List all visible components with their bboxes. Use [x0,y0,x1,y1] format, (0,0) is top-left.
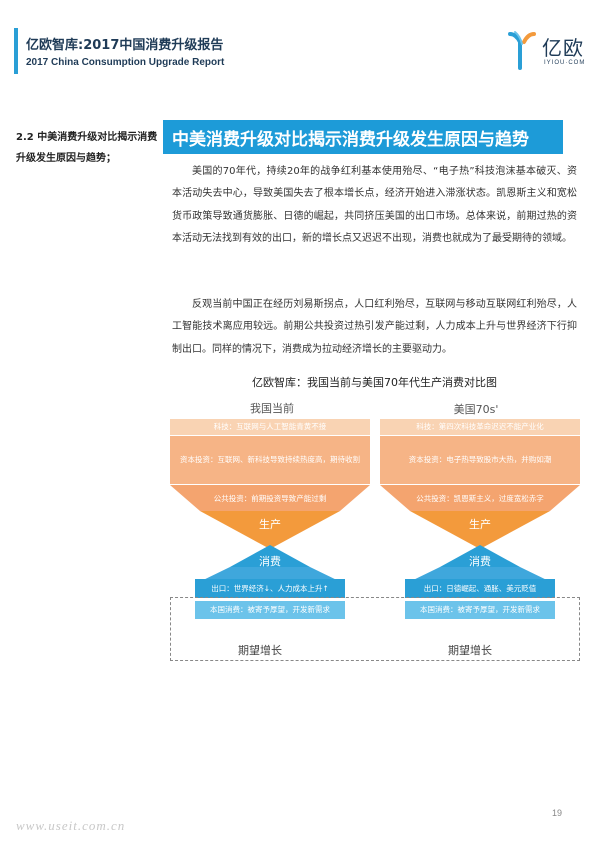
china-public-label: 公共投资：前期投资导致产能过剩 [213,494,327,503]
report-subtitle: 2017 China Consumption Upgrade Report [26,57,225,68]
dashed-expectation-box [170,597,580,661]
us-tech-label: 科技：第四次科技革命迟迟不能产业化 [416,422,544,431]
us-export-label: 出口：日德崛起、通胀、美元贬值 [423,584,537,593]
flow-diagram-china [170,419,370,598]
section-banner-title: 中美消费升级对比揭示消费升级发生原因与趋势 [172,130,529,150]
figure-column-title-china: 我国当前 [250,402,294,415]
logo-wordmark: 亿欧 [542,36,584,60]
band-tech-bg [380,419,580,435]
band-tech-bg [170,419,370,435]
band-export-bg [405,579,555,598]
us-capital-label: 资本投资：电子热导致股市大热，并购如潮 [408,455,552,464]
funnel-consumption [440,545,520,567]
page-number: 19 [552,808,563,818]
us-production-label: 生产 [469,518,491,531]
paragraph-us-1970s: 美国的70年代，持续20年的战争红利基本使用殆尽、“电子热”科技泡沫基本破灭、资… [172,166,577,244]
band-capital-bg [170,436,370,484]
section-banner: 中美消费升级对比揭示消费升级发生原因与趋势 [163,120,563,154]
flow-diagram-us [380,419,580,598]
header-accent-bar [14,28,18,74]
report-title: 亿欧智库:2017中国消费升级报告 [26,38,224,53]
funnel-public [170,485,370,511]
us-expectation-label: 期望增长 [448,644,492,657]
figure-column-title-us: 美国70s' [453,403,499,416]
band-export-bg [195,579,345,598]
band-capital-bg [380,436,580,484]
funnel-consumption [230,545,310,567]
funnel-public [380,485,580,511]
us-public-label: 公共投资：凯恩斯主义，过度宽松赤字 [416,494,544,503]
us-consumption-label: 消费 [469,555,491,568]
china-capital-label: 资本投资：互联网、新科技导致持续热度高，期待收割 [180,455,360,464]
china-expectation-label: 期望增长 [238,644,282,657]
section-side-title: 2.2 中美消费升级对比揭示消费升级发生原因与趋势； [16,132,158,164]
china-domestic-label: 本国消费：被寄予厚望，开发新需求 [195,601,345,619]
china-tech-label: 科技：互联网与人工智能青黄不接 [213,422,327,431]
funnel-production [200,511,340,549]
funnel-production [410,511,550,549]
paragraph-china-now: 反观当前中国正在经历刘易斯拐点，人口红利殆尽，互联网与移动互联网红利殆尽，人工智… [172,299,577,355]
yiou-logo-icon [508,31,536,70]
china-export-label: 出口：世界经济↓、人力成本上升↑ [211,584,329,593]
us-domestic-label: 本国消费：被寄予厚望，开发新需求 [405,601,555,619]
watermark: www.useit.com.cn [16,818,126,833]
logo-domain: IYIOU·COM [544,60,586,66]
china-production-label: 生产 [259,518,281,531]
figure-title: 亿欧智库：我国当前与美国70年代生产消费对比图 [252,376,497,389]
china-consumption-label: 消费 [259,555,281,568]
yiou-logo: 亿欧 IYIOU·COM [508,30,588,74]
